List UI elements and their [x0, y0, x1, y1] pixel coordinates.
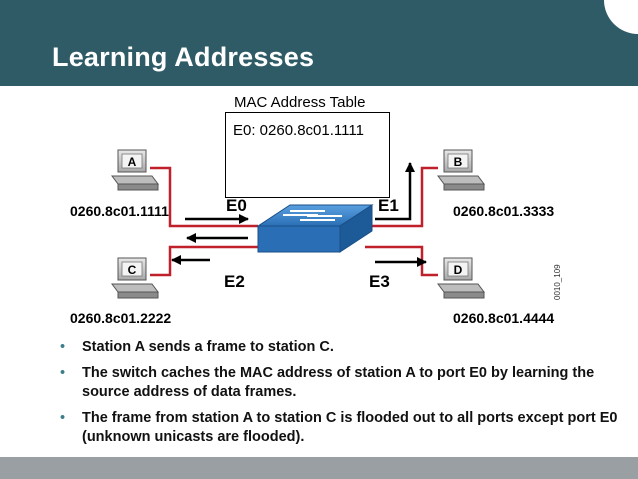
station-a-label: A — [128, 155, 137, 169]
station-b-label: B — [454, 155, 463, 169]
link-a — [150, 166, 258, 228]
frame-arrows — [171, 162, 427, 267]
station-a-address: 0260.8c01.1111 — [70, 203, 169, 219]
mac-table-title: MAC Address Table — [234, 94, 366, 111]
bullet-text: The switch caches the MAC address of sta… — [82, 365, 595, 400]
footer-bar — [0, 457, 638, 479]
link-c — [150, 245, 258, 277]
pc-d-icon — [437, 257, 485, 299]
port-e3-label: E3 — [369, 272, 390, 291]
bullet-list: • Station A sends a frame to station C. … — [60, 338, 620, 454]
link-b — [365, 166, 438, 228]
bullet-icon: • — [60, 410, 66, 426]
page-title: Learning Addresses — [52, 42, 315, 72]
mac-table-entry: E0: 0260.8c01.1111 — [233, 122, 364, 139]
bullet-item: • The switch caches the MAC address of s… — [60, 364, 620, 402]
station-c-address: 0260.8c01.2222 — [70, 310, 172, 326]
station-d-label: D — [454, 263, 463, 277]
mac-address-table: E0: 0260.8c01.1111 — [225, 112, 390, 198]
bullet-item: • Station A sends a frame to station C. — [60, 338, 620, 357]
port-e0-label: E0 — [226, 196, 247, 215]
pc-c-icon — [111, 257, 159, 299]
title-bar: Learning Addresses — [0, 0, 638, 86]
bullet-text: The frame from station A to station C is… — [82, 410, 618, 445]
bullet-text: Station A sends a frame to station C. — [82, 339, 334, 355]
pc-b-icon — [437, 149, 485, 191]
figure-code: 0010_109 — [553, 264, 562, 300]
station-b-address: 0260.8c01.3333 — [453, 203, 555, 219]
bullet-icon: • — [60, 339, 66, 355]
pc-a-icon — [111, 149, 159, 191]
station-c-label: C — [128, 263, 137, 277]
bullet-item: • The frame from station A to station C … — [60, 409, 620, 447]
switch-icon — [256, 204, 374, 253]
arrow-e1-out — [375, 162, 415, 221]
station-d-address: 0260.8c01.4444 — [453, 310, 555, 326]
port-e1-label: E1 — [378, 196, 399, 215]
port-e2-label: E2 — [224, 272, 245, 291]
bullet-icon: • — [60, 365, 66, 381]
